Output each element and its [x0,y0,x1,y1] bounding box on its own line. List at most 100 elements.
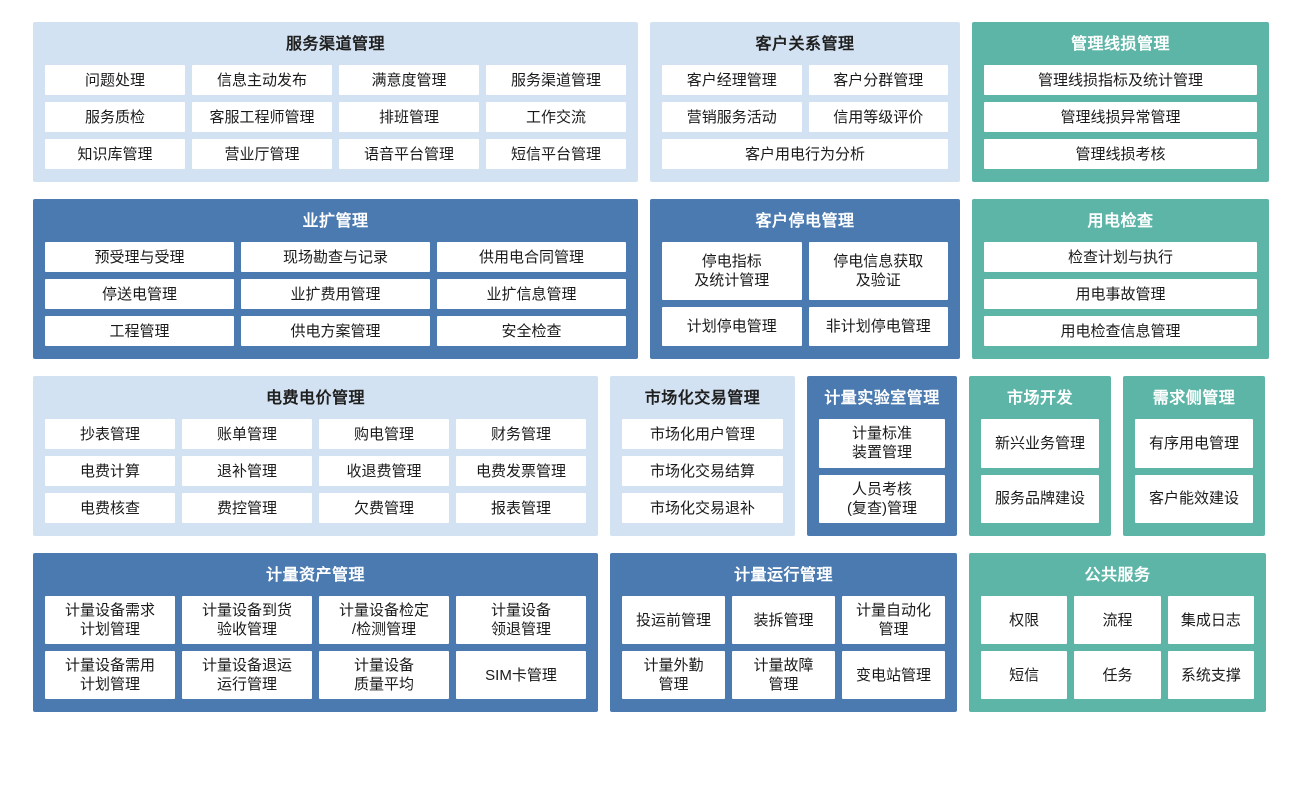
tile[interactable]: 业扩信息管理 [437,279,626,309]
panel-customer-outage-management[interactable]: 客户停电管理 停电指标 及统计管理 停电信息获取 及验证 计划停电管理 非计划停… [650,199,960,359]
tile-row: 停送电管理 业扩费用管理 业扩信息管理 [45,279,626,309]
panel-metering-operation-management[interactable]: 计量运行管理 投运前管理 装拆管理 计量自动化 管理 计量外勤 管理 计量故障 … [610,553,957,712]
tile[interactable]: 欠费管理 [319,493,449,523]
tile[interactable]: 系统支撑 [1167,651,1254,699]
tile-grid: 客户经理管理 客户分群管理 营销服务活动 信用等级评价 客户用电行为分析 [662,65,948,169]
panel-metering-asset-management[interactable]: 计量资产管理 计量设备需求 计划管理 计量设备到货 验收管理 计量设备检定 /检… [33,553,598,712]
tile-row: 客户用电行为分析 [662,139,948,169]
tile[interactable]: 变电站管理 [842,651,945,699]
tile[interactable]: 计量设备 领退管理 [456,596,586,644]
tile[interactable]: 服务质检 [45,102,185,132]
tile[interactable]: 预受理与受理 [45,242,234,272]
tile[interactable]: 信息主动发布 [192,65,332,95]
panel-electricity-usage-inspection[interactable]: 用电检查 检查计划与执行 用电事故管理 用电检查信息管理 [972,199,1269,359]
tile[interactable]: 供用电合同管理 [437,242,626,272]
tile[interactable]: 市场化交易退补 [622,493,783,523]
tile[interactable]: 停电指标 及统计管理 [662,242,802,300]
tile[interactable]: 投运前管理 [622,596,725,644]
tile[interactable]: 安全检查 [437,316,626,346]
panel-business-expansion-management[interactable]: 业扩管理 预受理与受理 现场勘查与记录 供用电合同管理 停送电管理 业扩费用管理… [33,199,638,359]
tile[interactable]: 业扩费用管理 [241,279,430,309]
panel-service-channel-management[interactable]: 服务渠道管理 问题处理 信息主动发布 满意度管理 服务渠道管理 服务质检 客服工… [33,22,638,182]
tile[interactable]: 工作交流 [486,102,626,132]
tile[interactable]: 问题处理 [45,65,185,95]
tile[interactable]: 服务渠道管理 [486,65,626,95]
panel-public-service[interactable]: 公共服务 权限 流程 集成日志 短信 任务 系统支撑 [969,553,1266,712]
tile[interactable]: 计划停电管理 [662,306,802,346]
tile-row: 知识库管理 营业厅管理 语音平台管理 短信平台管理 [45,139,626,169]
tile[interactable]: 电费计算 [45,456,175,486]
tile[interactable]: 市场化用户管理 [622,419,783,449]
tile[interactable]: 短信平台管理 [486,139,626,169]
tile[interactable]: 管理线损异常管理 [984,102,1257,132]
tile[interactable]: 计量设备检定 /检测管理 [319,596,449,644]
tile[interactable]: 计量设备到货 验收管理 [182,596,312,644]
tile[interactable]: 满意度管理 [339,65,479,95]
panel-customer-relationship-management[interactable]: 客户关系管理 客户经理管理 客户分群管理 营销服务活动 信用等级评价 客户用电行… [650,22,960,182]
tile[interactable]: 计量设备需用 计划管理 [45,651,175,699]
panel-electricity-fee-price-management[interactable]: 电费电价管理 抄表管理 账单管理 购电管理 财务管理 电费计算 退补管理 收退费… [33,376,598,536]
tile[interactable]: 客服工程师管理 [192,102,332,132]
tile[interactable]: 检查计划与执行 [984,242,1257,272]
tile[interactable]: 排班管理 [339,102,479,132]
tile[interactable]: 财务管理 [456,419,586,449]
tile[interactable]: 计量设备需求 计划管理 [45,596,175,644]
tile[interactable]: 计量故障 管理 [732,651,835,699]
tile[interactable]: 现场勘查与记录 [241,242,430,272]
tile[interactable]: 客户能效建设 [1135,474,1253,523]
tile[interactable]: 集成日志 [1167,596,1254,644]
tile[interactable]: 电费核查 [45,493,175,523]
tile[interactable]: 计量自动化 管理 [842,596,945,644]
tile[interactable]: 停电信息获取 及验证 [808,242,948,300]
tile[interactable]: 账单管理 [182,419,312,449]
tile[interactable]: 管理线损指标及统计管理 [984,65,1257,95]
tile[interactable]: 人员考核 (复查)管理 [819,474,945,523]
tile[interactable]: 供电方案管理 [241,316,430,346]
tile[interactable]: 用电事故管理 [984,279,1257,309]
panel-management-line-loss[interactable]: 管理线损管理 管理线损指标及统计管理 管理线损异常管理 管理线损考核 [972,22,1269,182]
tile[interactable]: 客户用电行为分析 [662,139,948,169]
tile[interactable]: 计量设备 质量平均 [319,651,449,699]
tile[interactable]: 购电管理 [319,419,449,449]
tile[interactable]: 计量外勤 管理 [622,651,725,699]
tile[interactable]: 信用等级评价 [808,102,948,132]
tile[interactable]: 费控管理 [182,493,312,523]
tile[interactable]: 用电检查信息管理 [984,316,1257,346]
panel-market-development[interactable]: 市场开发 新兴业务管理 服务品牌建设 [969,376,1111,536]
tile[interactable]: 语音平台管理 [339,139,479,169]
tile[interactable]: 退补管理 [182,456,312,486]
tile[interactable]: 营业厅管理 [192,139,332,169]
tile-row: 人员考核 (复查)管理 [819,474,945,523]
tile[interactable]: 装拆管理 [732,596,835,644]
tile[interactable]: 权限 [981,596,1068,644]
tile[interactable]: SIM卡管理 [456,651,586,699]
panel-demand-side-management[interactable]: 需求侧管理 有序用电管理 客户能效建设 [1123,376,1265,536]
tile[interactable]: 电费发票管理 [456,456,586,486]
panel-metering-laboratory-management[interactable]: 计量实验室管理 计量标准 装置管理 人员考核 (复查)管理 [807,376,957,536]
tile[interactable]: 短信 [981,651,1068,699]
tile[interactable]: 收退费管理 [319,456,449,486]
tile[interactable]: 知识库管理 [45,139,185,169]
tile[interactable]: 服务品牌建设 [981,474,1099,523]
tile[interactable]: 非计划停电管理 [808,306,948,346]
tile[interactable]: 客户分群管理 [808,65,948,95]
tile[interactable]: 停送电管理 [45,279,234,309]
tile[interactable]: 报表管理 [456,493,586,523]
tile[interactable]: 计量设备退运 运行管理 [182,651,312,699]
tile-row: 权限 流程 集成日志 [981,596,1254,644]
tile-row: 新兴业务管理 [981,419,1099,468]
tile[interactable]: 流程 [1074,596,1161,644]
tile-row: 管理线损异常管理 [984,102,1257,132]
panel-market-trading-management[interactable]: 市场化交易管理 市场化用户管理 市场化交易结算 市场化交易退补 [610,376,795,536]
tile[interactable]: 工程管理 [45,316,234,346]
tile[interactable]: 任务 [1074,651,1161,699]
tile[interactable]: 管理线损考核 [984,139,1257,169]
tile[interactable]: 市场化交易结算 [622,456,783,486]
tile[interactable]: 营销服务活动 [662,102,802,132]
tile[interactable]: 计量标准 装置管理 [819,419,945,468]
tile[interactable]: 新兴业务管理 [981,419,1099,468]
tile-grid: 权限 流程 集成日志 短信 任务 系统支撑 [981,596,1254,699]
tile[interactable]: 有序用电管理 [1135,419,1253,468]
tile[interactable]: 抄表管理 [45,419,175,449]
tile[interactable]: 客户经理管理 [662,65,802,95]
